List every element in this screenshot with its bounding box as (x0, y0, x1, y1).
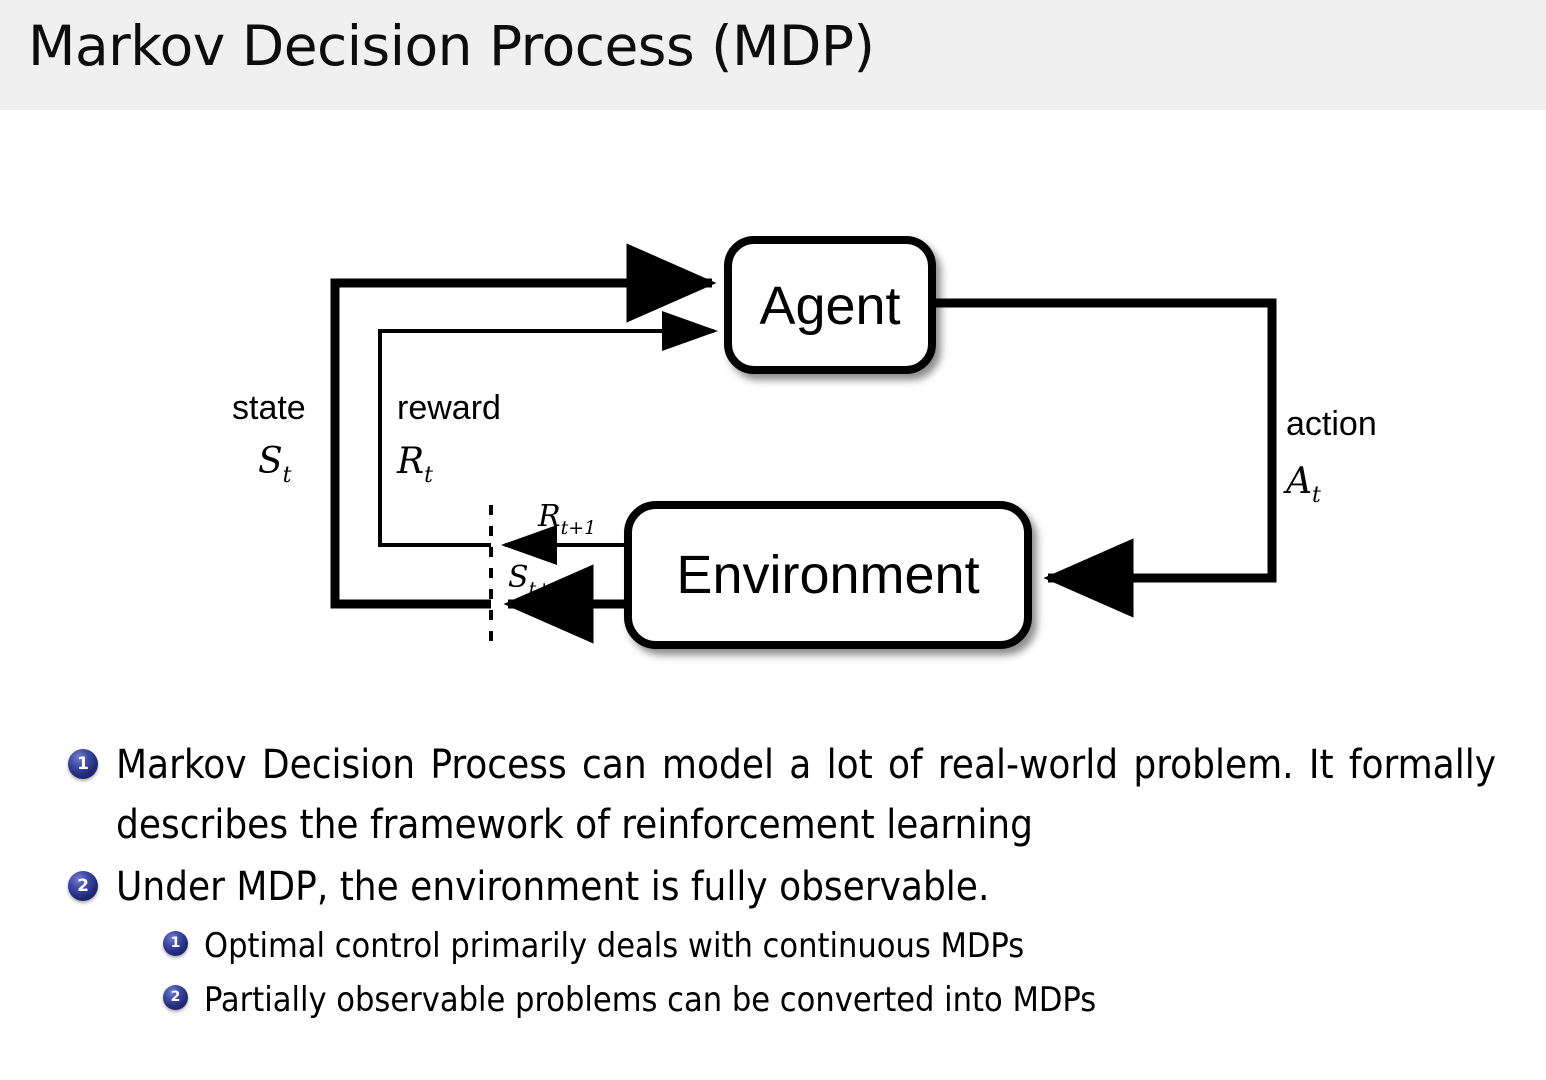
label-state-word: state (232, 389, 306, 427)
bullet-badge-2: 2 (68, 871, 98, 901)
sub-bullet-text-2: Partially observable problems can be con… (204, 980, 1097, 1020)
page-title: Markov Decision Process (MDP) (28, 14, 875, 78)
bullet-list: 1 Markov Decision Process can model a lo… (0, 735, 1546, 1027)
edge-action-to-environment (932, 298, 1277, 618)
node-agent: Agent (724, 236, 936, 374)
node-environment: Environment (624, 501, 1032, 649)
sub-bullet-badge-2: 2 (163, 985, 188, 1010)
bullet-text-2: Under MDP, the environment is fully obse… (116, 864, 990, 910)
sub-list-item: 2 Partially observable problems can be c… (163, 973, 1546, 1027)
label-state-symbol: St (258, 441, 292, 488)
node-agent-label: Agent (759, 276, 900, 336)
label-reward-symbol: Rt (396, 441, 433, 488)
list-item: 2 Under MDP, the environment is fully ob… (68, 857, 1546, 917)
bullet-badge-1: 1 (68, 749, 98, 779)
sub-bullet-text-1: Optimal control primarily deals with con… (204, 926, 1025, 966)
edge-reward-to-agent (378, 311, 718, 547)
bullet-text-1: Markov Decision Process can model a lot … (116, 742, 1496, 848)
sub-list-item: 1 Optimal control primarily deals with c… (163, 919, 1546, 973)
mdp-agent-environment-diagram: Agent Environment state St reward Rt act… (0, 110, 1546, 720)
label-state-next-symbol: St+1 (508, 560, 564, 600)
slide-header-band (0, 0, 1546, 110)
edge-state-to-agent (330, 243, 717, 609)
label-reward-next-symbol: Rt+1 (537, 499, 596, 539)
label-action-word: action (1286, 405, 1377, 443)
label-reward-word: reward (397, 389, 501, 427)
label-action-symbol: At (1283, 461, 1321, 508)
sub-bullet-badge-1: 1 (163, 931, 188, 956)
node-environment-label: Environment (676, 545, 979, 605)
list-item: 1 Markov Decision Process can model a lo… (68, 735, 1546, 855)
